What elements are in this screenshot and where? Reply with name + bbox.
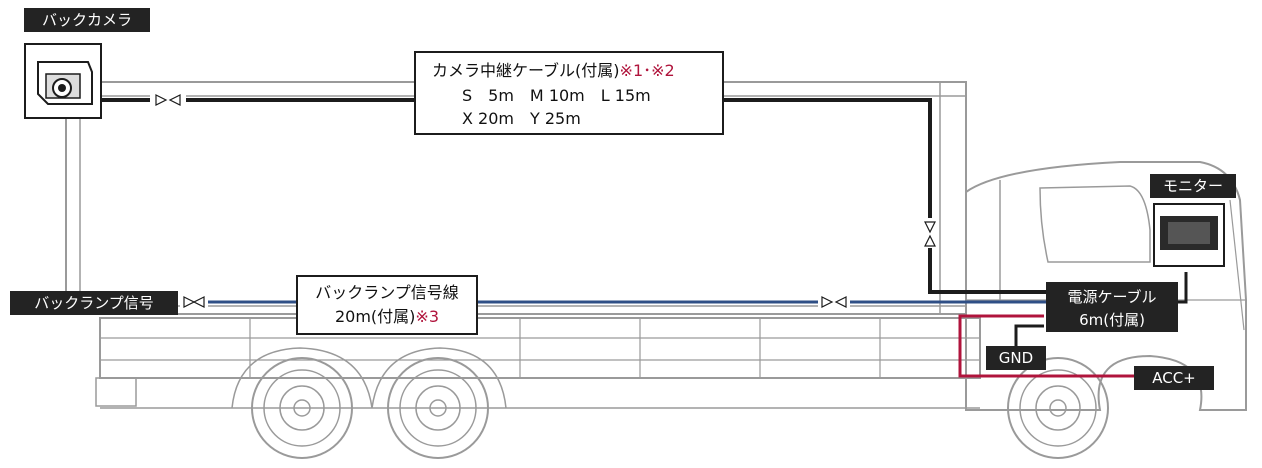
relay-cable-sizes-2: X 20m Y 25m	[462, 109, 581, 128]
connector-icon	[924, 221, 936, 247]
lamp-wire-note: ※3	[415, 307, 439, 326]
relay-cable-title: カメラ中継ケーブル(付属)	[432, 61, 620, 80]
relay-cable-sizes-1: S 5m M 10m L 15m	[462, 86, 651, 105]
connector-icon	[821, 296, 847, 308]
wheel-rear-1	[251, 357, 353, 459]
lamp-wire-title: バックランプ信号線	[315, 283, 459, 302]
label-power-cable: 電源ケーブル 6m(付属)	[1046, 282, 1178, 332]
chassis-frame	[99, 317, 981, 379]
monitor	[1153, 203, 1225, 267]
label-gnd-text: GND	[999, 349, 1033, 367]
connector-icon	[183, 296, 205, 308]
relay-cable-callout: カメラ中継ケーブル(付属)※1･※2 S 5m M 10m L 15m X 20…	[414, 51, 724, 135]
lamp-wire-callout: バックランプ信号線 20m(付属)※3	[296, 275, 478, 335]
truck-drawing	[65, 81, 1247, 459]
truck-cab	[965, 161, 1247, 411]
label-gnd: GND	[986, 346, 1046, 370]
lamp-wire-length: 20m(付属)	[335, 307, 415, 326]
label-back-lamp-signal: バックランプ信号	[10, 291, 178, 315]
label-back-lamp-signal-text: バックランプ信号	[34, 294, 154, 312]
power-cable-text-line2: 6m(付属)	[1079, 311, 1145, 329]
relay-cable-note: ※1･※2	[620, 61, 675, 80]
label-back-camera-text: バックカメラ	[42, 11, 132, 29]
label-acc-text: ACC+	[1152, 369, 1196, 387]
back-camera	[24, 43, 102, 119]
svg-text:20m(付属)※3: 20m(付属)※3	[335, 307, 439, 326]
power-wiring	[958, 272, 1188, 378]
power-cable-text-line1: 電源ケーブル	[1067, 288, 1156, 306]
connector-icon	[155, 94, 181, 106]
svg-text:カメラ中継ケーブル(付属)※1･※2: カメラ中継ケーブル(付属)※1･※2	[432, 61, 675, 80]
wheel-rear-2	[387, 357, 489, 459]
label-acc: ACC+	[1134, 366, 1214, 390]
wheel-front	[1007, 357, 1109, 459]
label-monitor-text: モニター	[1163, 177, 1223, 195]
label-monitor: モニター	[1150, 174, 1236, 198]
label-back-camera: バックカメラ	[24, 8, 150, 32]
